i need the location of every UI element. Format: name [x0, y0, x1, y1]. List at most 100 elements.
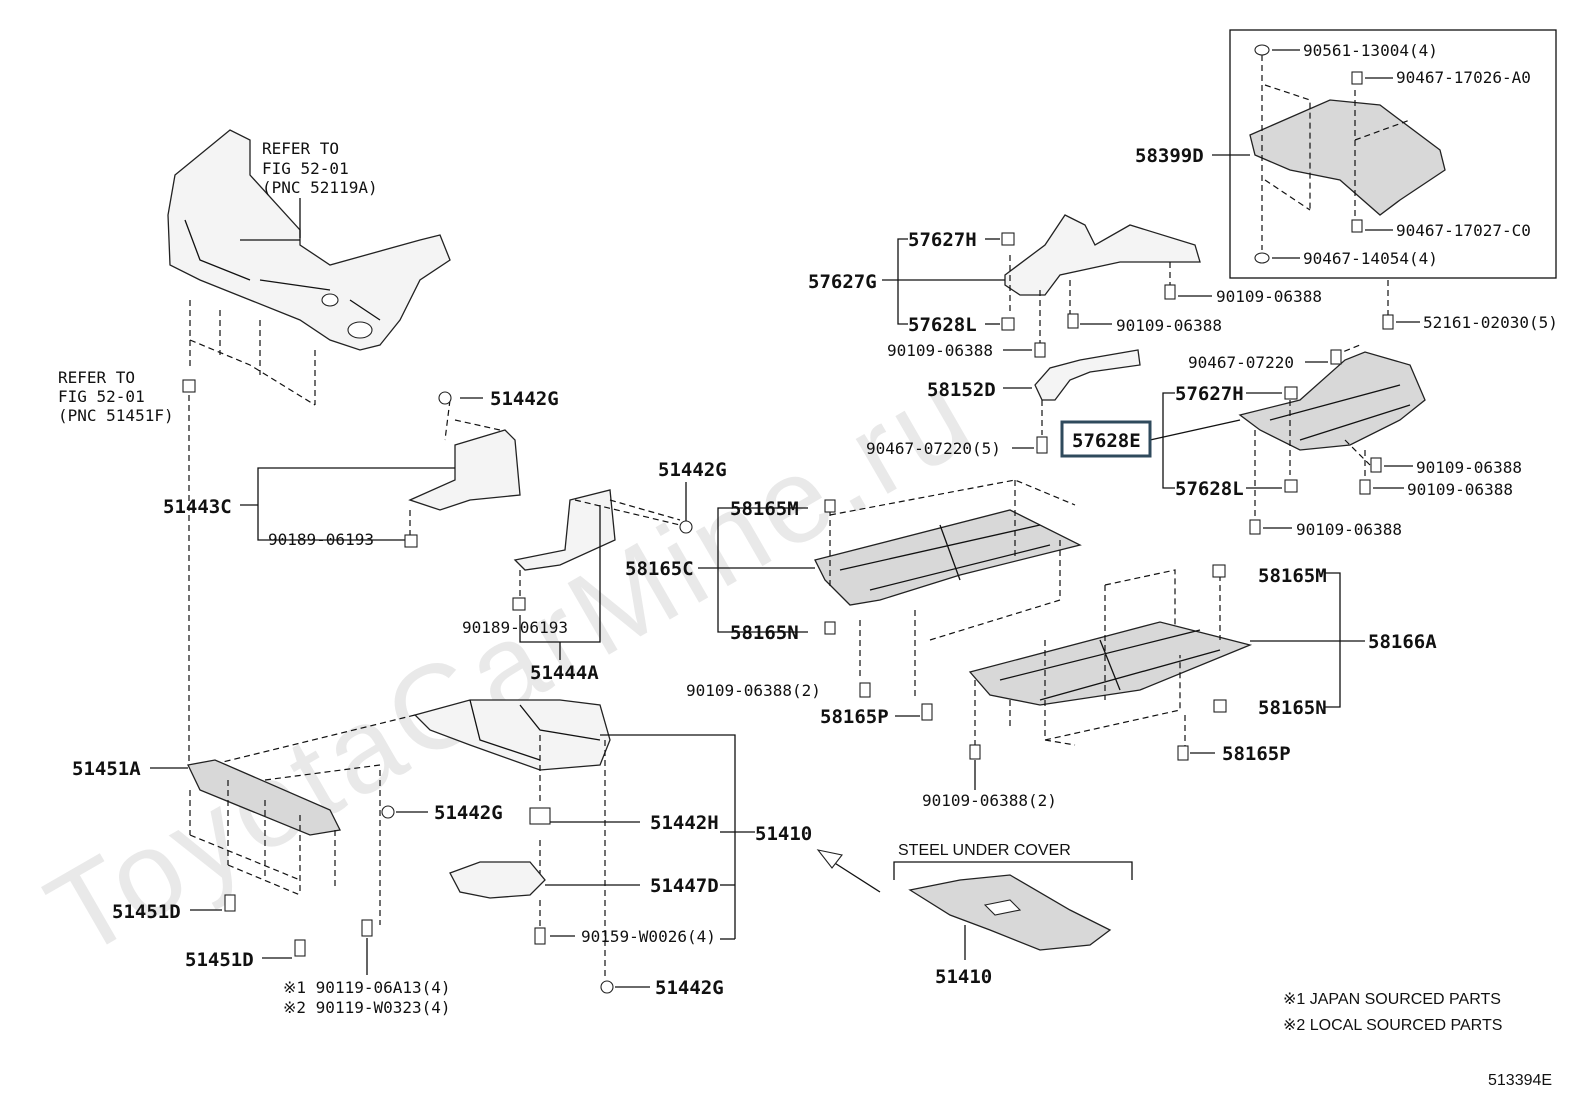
label-90109-2a[interactable]: 90109-06388(2) — [686, 681, 821, 700]
clip-icon — [1213, 699, 1227, 713]
label-90189-b[interactable]: 90189-06193 — [462, 618, 568, 637]
label-90109-b[interactable]: 90109-06388 — [1116, 316, 1222, 335]
screw-icon — [1359, 479, 1371, 495]
note-japan-sourced: ※1 JAPAN SOURCED PARTS — [1283, 991, 1501, 1008]
label-58165p-a[interactable]: 58165P — [820, 706, 889, 728]
bracket-51444a-illustration — [513, 489, 681, 600]
label-58165c[interactable]: 58165C — [625, 558, 694, 580]
bracket-51447d-illustration — [449, 861, 546, 899]
label-51410-a[interactable]: 51410 — [755, 823, 812, 845]
label-58165p-b[interactable]: 58165P — [1222, 743, 1291, 765]
label-90467-14054[interactable]: 90467-14054(4) — [1303, 249, 1438, 268]
label-57627h-b[interactable]: 57627H — [1175, 383, 1244, 405]
label-58165n-b[interactable]: 58165N — [1258, 697, 1327, 719]
label-90109-f[interactable]: 90109-06388 — [1296, 520, 1402, 539]
label-90467-07220-5[interactable]: 90467-07220(5) — [866, 439, 1001, 458]
screw-icon — [294, 939, 306, 957]
label-90109-2b[interactable]: 90109-06388(2) — [922, 791, 1057, 810]
label-58399d[interactable]: 58399D — [1135, 145, 1204, 167]
label-90467-17026[interactable]: 90467-17026-A0 — [1396, 68, 1531, 87]
screw-icon — [512, 597, 526, 611]
label-90119-b[interactable]: ※2 90119-W0323(4) — [283, 998, 451, 1017]
screw-icon — [1036, 436, 1048, 454]
cover-58399d-illustration — [1249, 55, 1446, 250]
screw-icon — [361, 919, 373, 937]
label-58152d[interactable]: 58152D — [927, 379, 996, 401]
label-90467-17027[interactable]: 90467-17027-C0 — [1396, 221, 1531, 240]
label-90467-07220[interactable]: 90467-07220 — [1188, 353, 1294, 372]
clip-icon — [1212, 564, 1226, 578]
label-90189-a[interactable]: 90189-06193 — [268, 530, 374, 549]
clip-icon — [182, 379, 196, 393]
screw-icon — [1370, 457, 1382, 473]
screw-icon — [921, 703, 933, 721]
label-57628l-b[interactable]: 57628L — [1175, 478, 1244, 500]
label-58166a[interactable]: 58166A — [1368, 631, 1437, 653]
label-51442g-a[interactable]: 51442G — [490, 388, 559, 410]
label-57628l-a[interactable]: 57628L — [908, 314, 977, 336]
highlight-box-57628e[interactable] — [1060, 420, 1152, 458]
label-90561[interactable]: 90561-13004(4) — [1303, 41, 1438, 60]
cover-57628e-illustration — [1238, 344, 1426, 520]
label-90119-a[interactable]: ※1 90119-06A13(4) — [283, 978, 451, 997]
arrow-icon — [816, 849, 881, 893]
label-58165m-a[interactable]: 58165M — [730, 498, 799, 520]
brace-58152d-illustration — [1034, 349, 1141, 435]
steel-under-cover-illustration — [908, 874, 1112, 951]
label-51447d[interactable]: 51447D — [650, 875, 719, 897]
refer-left-line2: FIG 52-01 — [58, 387, 145, 406]
screw-icon — [1034, 342, 1046, 358]
screw-icon — [859, 682, 871, 698]
clip-icon — [600, 980, 614, 994]
clip-icon — [1001, 232, 1015, 246]
panel-58166a-illustration — [968, 569, 1253, 750]
label-51451d-b[interactable]: 51451D — [185, 949, 254, 971]
refer-to-line3: (PNC 52119A) — [262, 178, 378, 197]
label-90159[interactable]: 90159-W0026(4) — [581, 927, 716, 946]
label-51451a[interactable]: 51451A — [72, 758, 141, 780]
label-51442g-d[interactable]: 51442G — [655, 977, 724, 999]
screw-icon — [969, 744, 981, 760]
bracket-57627g-illustration — [1004, 214, 1201, 345]
screw-icon — [1382, 314, 1394, 330]
clip-icon — [1284, 386, 1298, 400]
label-90109-c[interactable]: 90109-06388 — [887, 341, 993, 360]
label-58165n-a[interactable]: 58165N — [730, 622, 799, 644]
clip-icon — [1001, 317, 1015, 331]
screw-icon — [1351, 219, 1363, 233]
label-58165m-b[interactable]: 58165M — [1258, 565, 1327, 587]
clip-icon — [679, 520, 693, 534]
label-57627h-a[interactable]: 57627H — [908, 229, 977, 251]
screw-icon — [1330, 349, 1342, 365]
detail-box-58399d — [1229, 29, 1557, 279]
screw-icon — [224, 894, 236, 912]
label-51442g-b[interactable]: 51442G — [658, 459, 727, 481]
screw-icon — [1351, 71, 1363, 85]
label-57628e[interactable]: 57628E — [1072, 430, 1141, 452]
label-52161[interactable]: 52161-02030(5) — [1423, 313, 1558, 332]
front-bumper-illustration — [167, 129, 451, 406]
label-90109-a[interactable]: 90109-06388 — [1216, 287, 1322, 306]
label-57627g[interactable]: 57627G — [808, 271, 877, 293]
figure-id: 513394E — [1488, 1072, 1552, 1089]
screw-icon — [534, 927, 546, 945]
clip-icon — [1254, 252, 1270, 264]
screw-icon — [1249, 519, 1261, 535]
label-51442g-c[interactable]: 51442G — [434, 802, 503, 824]
clip-icon — [1254, 44, 1270, 56]
screw-icon — [404, 534, 418, 548]
refer-left-line3: (PNC 51451F) — [58, 406, 174, 425]
screw-icon — [1067, 313, 1079, 329]
label-90109-e[interactable]: 90109-06388 — [1407, 480, 1513, 499]
label-51410-b[interactable]: 51410 — [935, 966, 992, 988]
label-51443c[interactable]: 51443C — [163, 496, 232, 518]
splash-shield-51451a-illustration — [187, 759, 381, 925]
clip-icon — [529, 807, 551, 825]
refer-to-line1: REFER TO — [262, 139, 339, 158]
label-90109-d[interactable]: 90109-06388 — [1416, 458, 1522, 477]
clip-icon — [438, 391, 452, 405]
label-51451d-a[interactable]: 51451D — [112, 901, 181, 923]
label-51444a[interactable]: 51444A — [530, 662, 599, 684]
label-51442h[interactable]: 51442H — [650, 812, 719, 834]
